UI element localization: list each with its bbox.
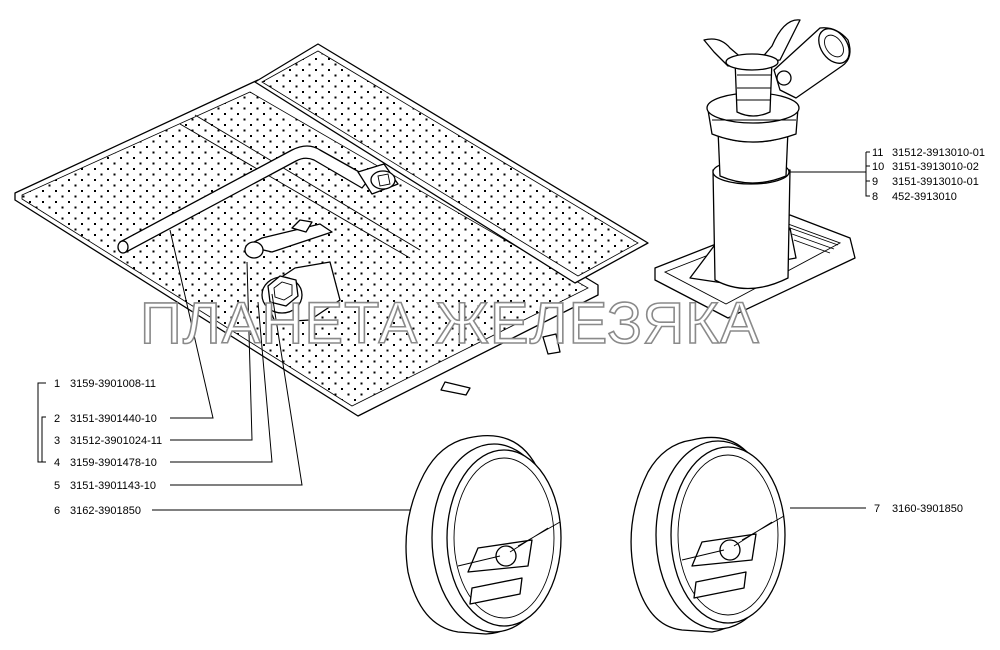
callout-num-8: 8 [872,191,878,203]
callout-code-4: 3159-3901478-10 [70,457,157,469]
callout-code-1: 3159-3901008-11 [70,378,156,390]
callout-code-5: 3151-3901143-10 [70,480,156,492]
cover-callout: 7 3160-3901850 [874,503,963,515]
socket-wrench [244,219,333,259]
callout-num-7: 7 [874,503,880,515]
callout-num-2: 2 [54,413,60,425]
callout-num-3: 3 [54,435,60,447]
large-socket [261,261,341,323]
callout-code-11: 31512-3913010-01 [892,147,985,159]
callout-num-5: 5 [54,480,60,492]
callout-num-11: 11 [872,147,883,159]
right-callouts: 11 31512-3913010-01 10 3151-3913010-02 9… [872,147,985,203]
watermark: ПЛАНЕТА ЖЕЛЕЗЯКА [140,291,760,356]
callout-num-4: 4 [54,457,60,469]
callout-code-8: 452-3913010 [892,191,957,203]
callout-code-9: 3151-3913010-01 [892,176,979,188]
callout-code-10: 3151-3913010-02 [892,161,979,173]
leader-lines [37,151,870,511]
callout-code-3: 31512-3901024-11 [70,435,162,447]
callout-num-1: 1 [54,378,60,390]
left-callouts: 1 3159-3901008-11 2 3151-3901440-10 3 31… [54,378,162,517]
callout-code-7: 3160-3901850 [892,503,963,515]
callout-code-2: 3151-3901440-10 [70,413,157,425]
wheel-wrench [117,145,399,254]
wheel-cover-7 [630,436,786,633]
callout-num-10: 10 [872,161,884,173]
callout-code-6: 3162-3901850 [70,505,141,517]
callout-num-9: 9 [872,176,878,188]
car-jack [654,19,856,319]
callout-num-6: 6 [54,505,60,517]
wheel-cover-6 [405,434,562,635]
tool-tray [14,43,649,417]
